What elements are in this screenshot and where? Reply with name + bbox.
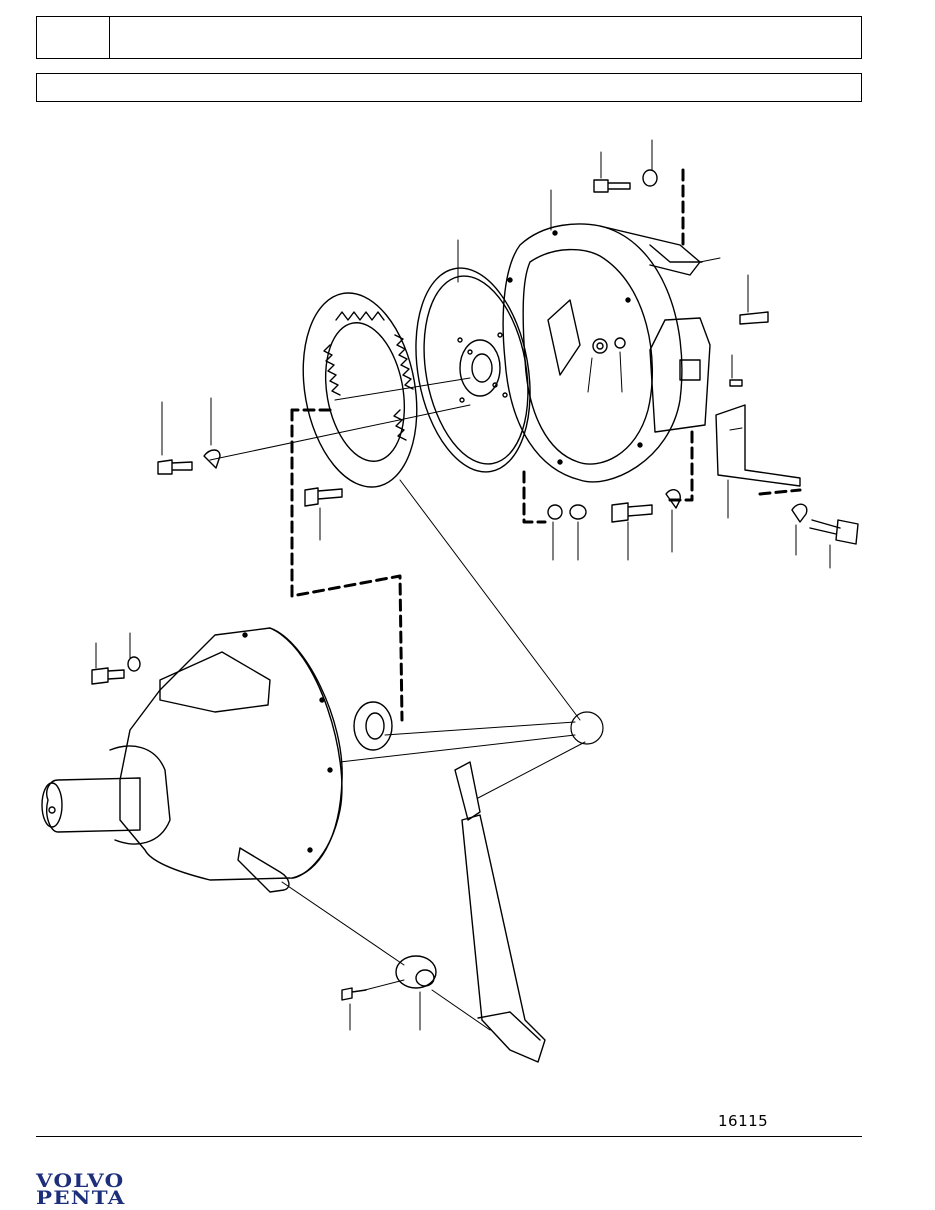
shift-lever [454, 761, 546, 1063]
fasteners [91, 169, 859, 1001]
footer-rule [36, 1136, 862, 1137]
flywheel-plate [415, 267, 531, 473]
volvo-penta-logo: VOLVO PENTA [36, 1172, 154, 1208]
dashed-assembly-lines [290, 168, 802, 722]
logo-line-2: PENTA [36, 1187, 126, 1209]
reference-circle [570, 711, 604, 745]
clutch-housing [502, 223, 711, 483]
bearing [353, 701, 393, 751]
toothed-ring [302, 292, 418, 488]
reverse-gear-housing [41, 627, 343, 893]
leader-lines [95, 139, 831, 1031]
header-title-box [36, 16, 862, 59]
shaft-collar [395, 955, 437, 989]
figure-number: 16115 [718, 1112, 769, 1130]
header-code-cell [37, 17, 110, 58]
logo-line-1: VOLVO [36, 1170, 125, 1192]
header-subtitle-box [36, 73, 862, 102]
